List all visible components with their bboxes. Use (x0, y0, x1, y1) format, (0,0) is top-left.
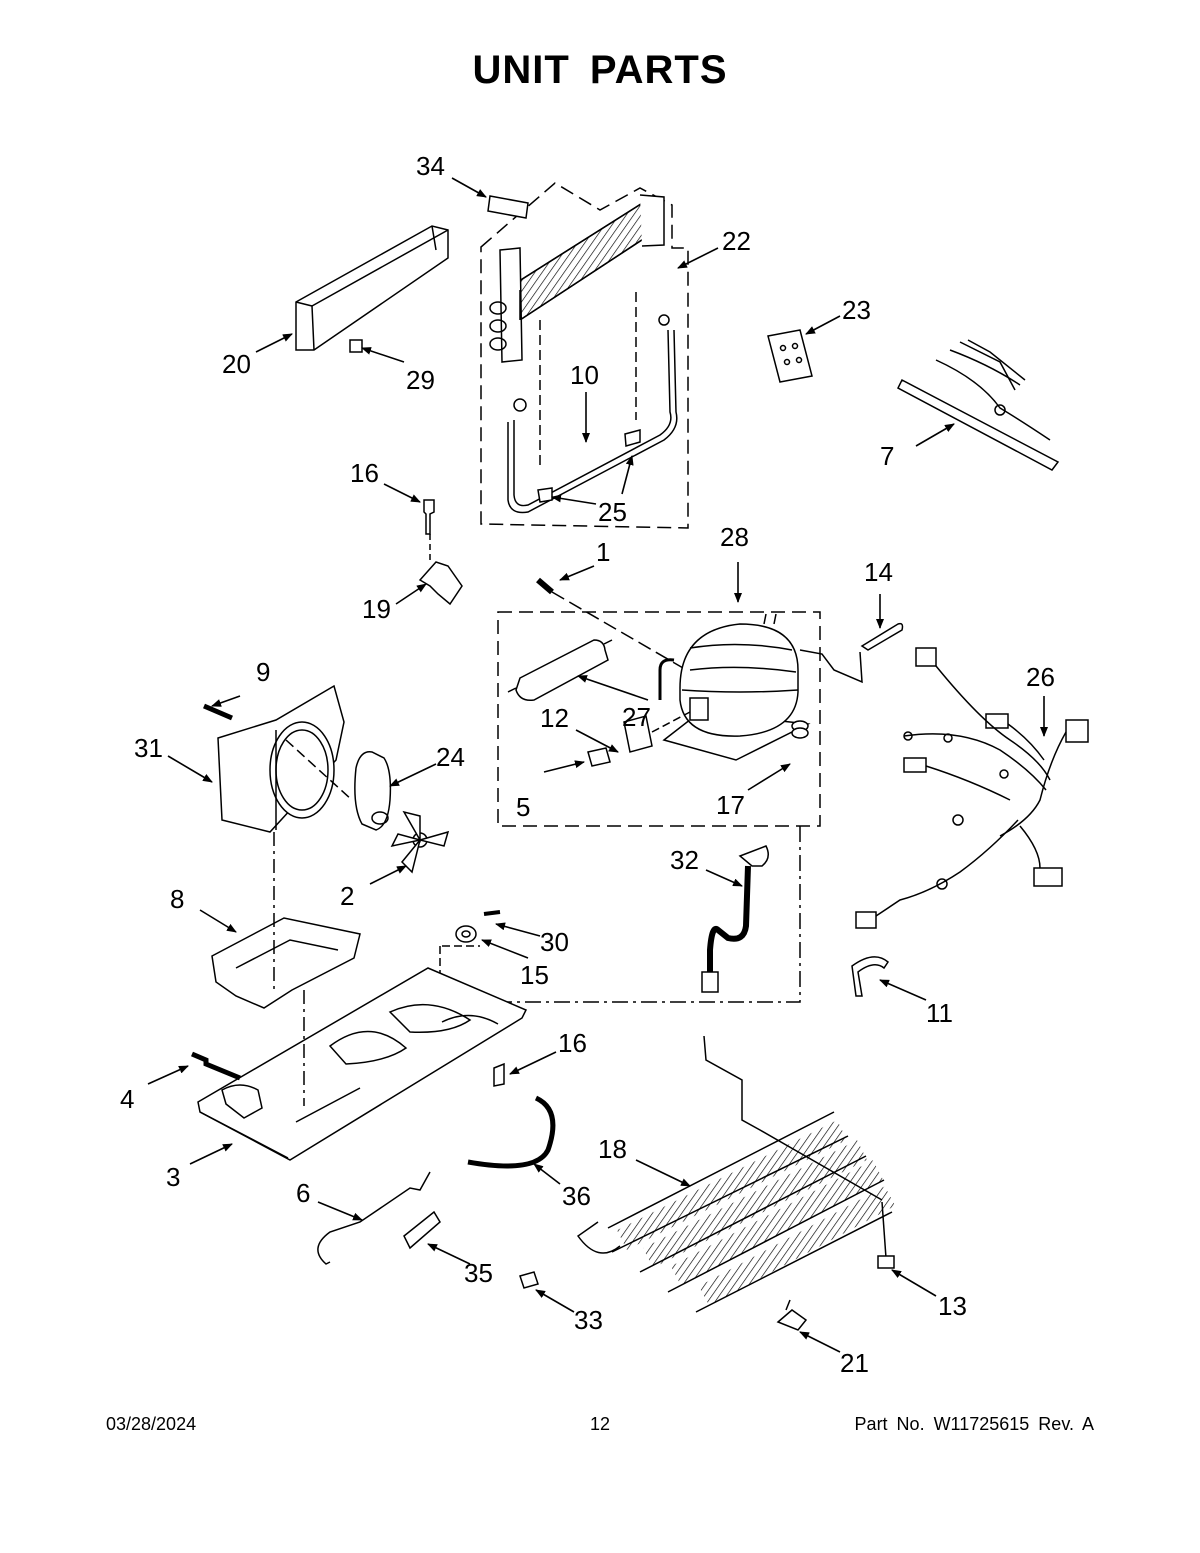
part-8-condenser-fan-base (211, 832, 361, 1009)
label-part-5: 5 (516, 792, 530, 822)
label-part-3: 3 (166, 1162, 180, 1192)
part-24-fan-motor (354, 751, 392, 831)
part-29-clip (349, 339, 363, 353)
label-part-20: 20 (222, 349, 251, 379)
label-part-6: 6 (296, 1178, 310, 1208)
page-title: UNIT PARTS (472, 48, 728, 92)
part-27-filter-drier (507, 639, 613, 702)
label-part-30: 30 (540, 927, 569, 957)
label-part-21: 21 (840, 1348, 869, 1378)
part-6-wire-tube (317, 1171, 431, 1265)
label-part-26: 26 (1026, 662, 1055, 692)
leader-arrows (147, 177, 1048, 1353)
part-18-condenser (576, 1035, 896, 1313)
label-part-29: 29 (406, 365, 435, 395)
label-part-28: 28 (720, 522, 749, 552)
part-16-screw-top (423, 499, 435, 535)
evaporator-group-outline (480, 182, 689, 529)
part-12-relay (623, 711, 691, 753)
label-part-8: 8 (170, 884, 184, 914)
label-part-18: 18 (598, 1134, 627, 1164)
label-part-2: 2 (340, 881, 354, 911)
part-10-defrost-heater (507, 292, 678, 514)
label-part-15: 15 (520, 960, 549, 990)
part-11-clip (851, 956, 889, 997)
part-35-sleeve (403, 1210, 441, 1250)
label-part-12: 12 (540, 703, 569, 733)
label-part-14: 14 (864, 557, 893, 587)
part-20-evaporator-cover (295, 225, 449, 351)
part-21-foot (776, 1299, 808, 1331)
label-part-25: 25 (598, 497, 627, 527)
label-part-31: 31 (134, 733, 163, 763)
part-19-bracket (418, 534, 463, 606)
compressor-group-outline (497, 611, 821, 827)
part-36-drain-tube (467, 1095, 556, 1169)
label-part-19: 19 (362, 594, 391, 624)
part-23-control-board (767, 329, 813, 383)
part-7-wire-harness (897, 339, 1060, 471)
part-26-main-wire-harness (855, 647, 1089, 929)
label-part-33: 33 (574, 1305, 603, 1335)
label-part-36: 36 (562, 1181, 591, 1211)
label-part-7: 7 (880, 441, 894, 471)
part-28-compressor (658, 613, 811, 761)
part-4-screw (191, 1051, 241, 1081)
part-22-evaporator-coil (489, 194, 665, 363)
label-part-10: 10 (570, 360, 599, 390)
part-2-fan-blade (390, 810, 450, 874)
label-part-11: 11 (926, 998, 953, 1028)
label-part-32: 32 (670, 845, 699, 875)
label-part-27: 27 (622, 702, 651, 732)
label-part-1: 1 (596, 537, 610, 567)
label-part-13: 13 (938, 1291, 967, 1321)
part-16-screw-bottom (493, 1062, 505, 1087)
part-17-grommet (791, 720, 809, 739)
label-part-16-bottom: 16 (558, 1028, 587, 1058)
part-32-suction-tube (480, 826, 801, 1003)
part-30-pin (483, 910, 501, 916)
footer-part-number: Part No. W11725615 Rev. A (854, 1414, 1094, 1434)
label-part-35: 35 (464, 1258, 493, 1288)
part-31-fan-shroud (217, 684, 353, 833)
label-part-24: 24 (436, 742, 465, 772)
label-part-9: 9 (256, 657, 270, 687)
part-number-labels: 34 22 23 20 29 10 7 16 25 28 1 14 19 9 2… (120, 151, 1055, 1378)
label-part-22: 22 (722, 226, 751, 256)
part-9-screw (203, 703, 233, 721)
label-part-4: 4 (120, 1084, 134, 1114)
part-5-overload-cap (587, 747, 611, 767)
label-part-17: 17 (716, 790, 745, 820)
label-part-16-top: 16 (350, 458, 379, 488)
label-part-34: 34 (416, 151, 445, 181)
footer-date: 03/28/2024 (106, 1414, 197, 1434)
part-33-bushing (519, 1271, 539, 1289)
part-34-evaporator-pad (487, 195, 529, 219)
label-part-23: 23 (842, 295, 871, 325)
part-3-base-plate (197, 967, 528, 1161)
part-14-clip (799, 622, 904, 684)
footer-page-number: 12 (589, 1414, 611, 1434)
